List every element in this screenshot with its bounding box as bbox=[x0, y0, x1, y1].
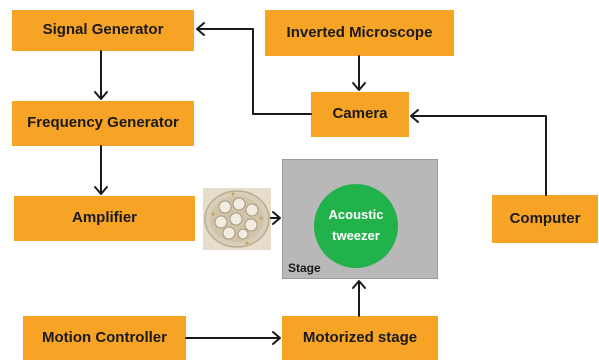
frequency-generator-box: Frequency Generator bbox=[12, 101, 194, 146]
arrow-frequency-to-amplifier-head bbox=[94, 186, 108, 195]
stage-label: Stage bbox=[288, 261, 321, 275]
computer-box: Computer bbox=[492, 195, 598, 243]
petri-dish-image bbox=[203, 188, 271, 250]
amplifier-box: Amplifier bbox=[14, 196, 195, 241]
arrow-camera-to-signal bbox=[197, 28, 312, 115]
arrow-computer-to-camera bbox=[411, 115, 547, 196]
arrow-dish-to-stage-head bbox=[272, 211, 281, 225]
arrow-signal-to-frequency-head bbox=[94, 91, 108, 100]
stage-area: Acoustic tweezer Stage bbox=[282, 159, 438, 279]
arrow-microscope-to-camera-head bbox=[352, 82, 366, 91]
camera-box: Camera bbox=[311, 92, 409, 137]
arrow-camera-to-signal-head bbox=[196, 22, 205, 36]
motorized-stage-box: Motorized stage bbox=[282, 316, 438, 360]
signal-generator-box: Signal Generator bbox=[12, 10, 194, 51]
petri-dish-photo bbox=[203, 188, 271, 250]
motion-controller-box: Motion Controller bbox=[23, 316, 186, 360]
inverted-microscope-box: Inverted Microscope bbox=[265, 10, 454, 56]
arrow-motion-to-motorized-head bbox=[272, 331, 281, 345]
arrow-computer-to-camera-head bbox=[410, 109, 419, 123]
acoustic-tweezer-circle: Acoustic tweezer bbox=[314, 184, 398, 268]
arrow-motorized-to-stage-head bbox=[352, 280, 366, 289]
